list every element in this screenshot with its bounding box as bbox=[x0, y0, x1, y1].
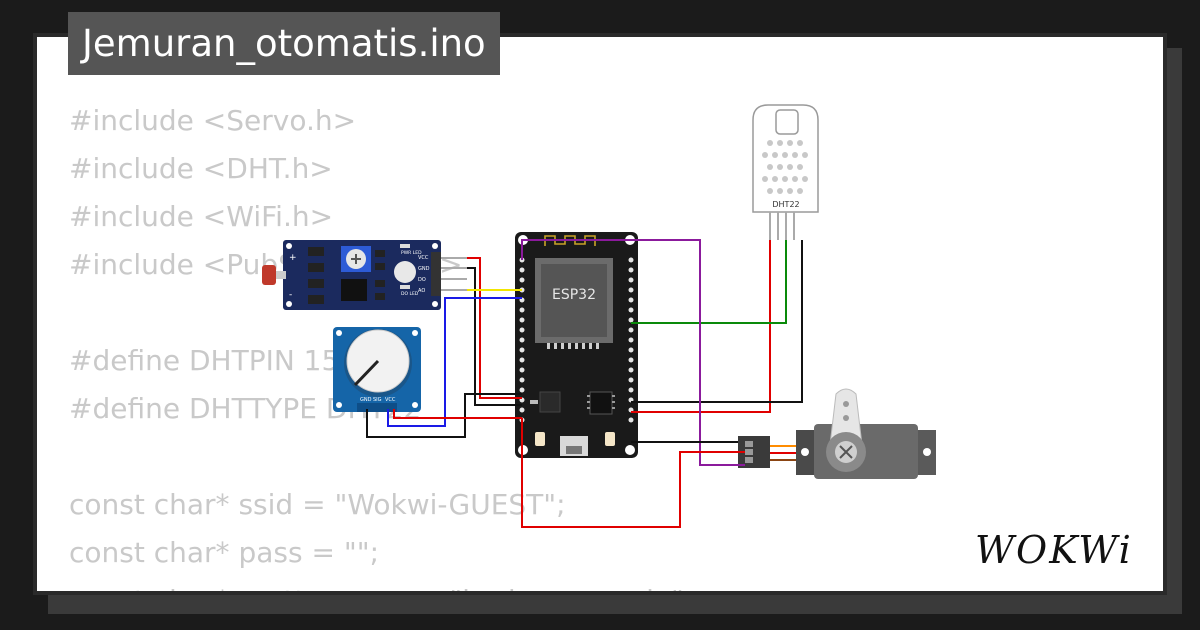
wire-ldr-gnd bbox=[467, 267, 522, 406]
ldr-pin-ao: AO bbox=[418, 288, 425, 294]
servo-motor[interactable] bbox=[738, 388, 936, 479]
code-line-11: const char* mqtt_server = "broker.emqx.i… bbox=[69, 577, 693, 591]
esp32-right-pins bbox=[628, 257, 634, 423]
svg-text:-: - bbox=[289, 290, 292, 300]
code-line-10: const char* pass = ""; bbox=[69, 536, 380, 569]
esp32-board[interactable]: ESP32 bbox=[515, 232, 638, 458]
pot-pin-vcc: VCC bbox=[385, 397, 396, 403]
code-line-6: #define DHTPIN 15 bbox=[69, 344, 340, 377]
wires bbox=[366, 239, 803, 528]
pot-pin-gnd: GND bbox=[360, 397, 372, 403]
code-line-9: const char* ssid = "Wokwi-GUEST"; bbox=[69, 488, 566, 521]
wire-servo-signal bbox=[521, 239, 745, 466]
dht22-label: DHT22 bbox=[772, 200, 799, 209]
comparator-ic bbox=[341, 279, 367, 301]
code-line-1: #include <Servo.h> bbox=[69, 104, 357, 137]
wokwi-logo: WOKWi bbox=[975, 528, 1133, 572]
wire-dht-data bbox=[631, 240, 787, 324]
wire-dht-vcc bbox=[631, 240, 771, 413]
ldr-pin-vcc: VCC bbox=[418, 255, 429, 261]
photoresistor bbox=[262, 265, 276, 285]
pwr-led-label: PWR LED bbox=[401, 250, 422, 256]
wire-servo-vcc bbox=[521, 418, 745, 528]
wire-pot-vcc bbox=[393, 409, 522, 419]
potentiometer[interactable]: GND SIG VCC bbox=[333, 327, 421, 412]
pot-pin-sig: SIG bbox=[373, 397, 382, 403]
wire-ldr-vcc bbox=[467, 257, 522, 399]
dht22-sensor[interactable]: DHT22 bbox=[752, 104, 819, 240]
esp32-label: ESP32 bbox=[552, 287, 596, 303]
ldr-pin-gnd: GND bbox=[418, 266, 430, 272]
ldr-sensor-module[interactable]: + - PWR LED DO LED VCC GND DO AO bbox=[262, 240, 467, 310]
code-line-3: #include <WiFi.h> bbox=[69, 200, 334, 233]
do-led-label: DO LED bbox=[401, 291, 419, 297]
wire-dht-gnd bbox=[631, 240, 803, 403]
svg-text:+: + bbox=[289, 253, 297, 263]
wire-pot-sig bbox=[387, 297, 522, 427]
wire-pot-gnd bbox=[366, 393, 522, 438]
project-title: Jemuran_otomatis.ino bbox=[68, 12, 500, 75]
ldr-pin-do: DO bbox=[418, 277, 426, 283]
code-line-2: #include <DHT.h> bbox=[69, 152, 333, 185]
